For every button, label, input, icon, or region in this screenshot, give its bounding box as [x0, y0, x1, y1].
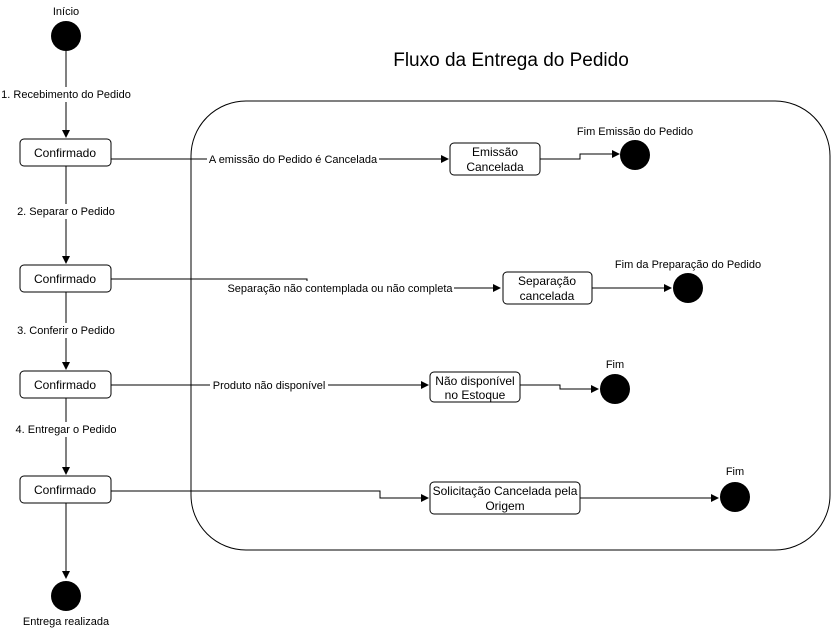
edge-label: 2. Separar o Pedido: [17, 206, 115, 218]
state-confirmed[interactable]: [19, 138, 112, 167]
branch-condition: Produto não disponível: [213, 380, 326, 392]
state-label: Confirmado: [34, 146, 96, 160]
branch-condition: A emissão do Pedido é Cancelada: [209, 154, 378, 166]
state-label: Emissão: [472, 145, 518, 159]
end-label: Fim da Preparação do Pedido: [615, 259, 761, 271]
branch-condition: Separação não contemplada ou não complet…: [227, 283, 453, 295]
end-node: [600, 374, 630, 404]
state-label: Cancelada: [466, 160, 524, 174]
state-label: Confirmado: [34, 483, 96, 497]
end-label: Fim: [726, 466, 744, 478]
state-label: cancelada: [520, 289, 575, 303]
state-label: Confirmado: [34, 378, 96, 392]
state-out-of-stock[interactable]: [429, 371, 521, 403]
edge-label: 4. Entregar o Pedido: [16, 424, 117, 436]
end-node: [620, 140, 650, 170]
state-label: Separação: [518, 274, 576, 288]
end-node: [673, 273, 703, 303]
state-label: Confirmado: [34, 272, 96, 286]
end-label: Fim: [606, 359, 624, 371]
exception-region: [190, 100, 831, 551]
state-label: Origem: [485, 499, 524, 513]
state-label: Não disponível: [435, 374, 514, 388]
edge-branch: [540, 150, 620, 160]
end-node: [720, 482, 750, 512]
state-confirmed[interactable]: [19, 475, 112, 504]
state-label: Solicitação Cancelada pela: [433, 484, 578, 498]
start-node: [51, 21, 81, 51]
end-label: Fim Emissão do Pedido: [577, 126, 693, 138]
state-label: no Estoque: [445, 388, 506, 402]
end-node: [51, 581, 81, 611]
edge-label: 3. Conferir o Pedido: [17, 325, 115, 337]
diagram-title: Fluxo da Entrega do Pedido: [393, 50, 629, 71]
edge-branch: [520, 384, 599, 393]
end-label: Entrega realizada: [23, 616, 110, 628]
start-label: Início: [53, 6, 79, 18]
edge-branch: [111, 490, 429, 502]
edge-label: 1. Recebimento do Pedido: [1, 89, 131, 101]
